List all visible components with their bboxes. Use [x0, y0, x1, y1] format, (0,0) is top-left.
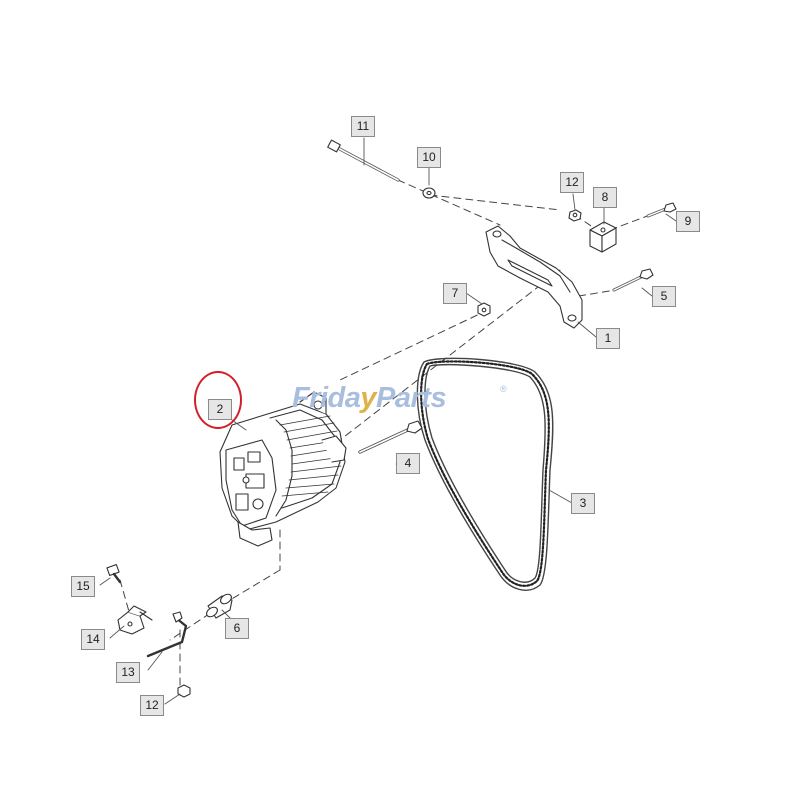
callout-10[interactable]: 10 [417, 147, 441, 168]
callout-13[interactable]: 13 [116, 662, 140, 683]
callout-6[interactable]: 6 [225, 618, 249, 639]
callout-11[interactable]: 11 [351, 116, 375, 137]
highlight-circle [194, 371, 242, 429]
callout-3[interactable]: 3 [571, 493, 595, 514]
watermark-logo: FridayParts [292, 382, 447, 415]
callout-9[interactable]: 9 [676, 211, 700, 232]
registered-mark: ® [500, 384, 507, 394]
brand-watermark: FridayParts ® [292, 380, 512, 420]
part-3-belt [416, 357, 554, 591]
part-2-alternator [219, 391, 347, 547]
callout-12-upper[interactable]: 12 [560, 172, 584, 193]
part-11-stud-bolt [327, 139, 400, 182]
callout-1[interactable]: 1 [596, 328, 620, 349]
watermark-text-a: Frida [292, 382, 361, 414]
callout-12-lower[interactable]: 12 [140, 695, 164, 716]
callout-15[interactable]: 15 [71, 576, 95, 597]
callout-8[interactable]: 8 [593, 187, 617, 208]
part-1-bracket [485, 225, 583, 329]
callout-4[interactable]: 4 [396, 453, 420, 474]
watermark-text-accent: y [360, 382, 377, 414]
watermark-text-b: Parts [376, 382, 447, 414]
callout-5[interactable]: 5 [652, 286, 676, 307]
callout-14[interactable]: 14 [81, 629, 105, 650]
callout-2[interactable]: 2 [208, 399, 232, 420]
callout-7[interactable]: 7 [443, 283, 467, 304]
